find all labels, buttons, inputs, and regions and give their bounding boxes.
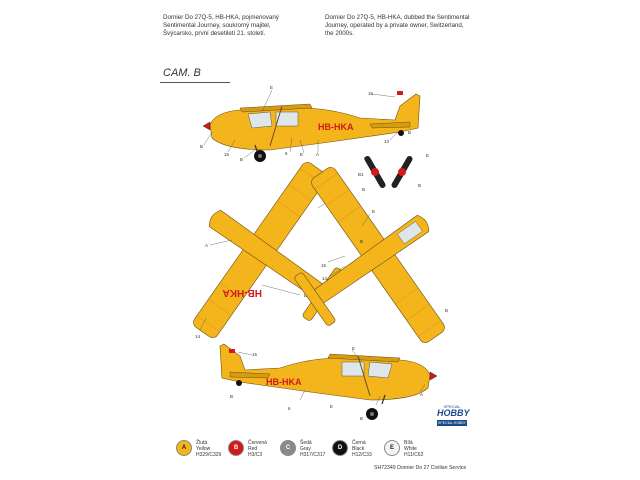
paint-legend: A Žlutá Yellow H329/C329 B Červená Red H… bbox=[176, 440, 436, 458]
svg-text:B: B bbox=[362, 187, 365, 192]
svg-text:15: 15 bbox=[224, 152, 230, 157]
svg-text:B: B bbox=[230, 394, 233, 399]
registration-side-bottom: HB-HKA bbox=[266, 377, 302, 387]
legend-item-e: E Bílá White H11/C62 bbox=[384, 440, 436, 458]
svg-text:E: E bbox=[372, 209, 375, 214]
scheme-underline bbox=[160, 82, 230, 83]
propeller-details: E B1 B E B bbox=[358, 153, 429, 192]
svg-text:B: B bbox=[304, 293, 307, 298]
svg-text:B: B bbox=[240, 157, 243, 162]
color-chip-gray: C bbox=[280, 440, 296, 456]
svg-text:6: 6 bbox=[285, 151, 288, 156]
plan-view-left: HB-HKA A 14 B 14 bbox=[193, 162, 344, 339]
svg-text:14: 14 bbox=[322, 276, 328, 281]
legend-item-d: D Černá Black H12/C33 bbox=[332, 440, 384, 458]
color-chip-yellow: A bbox=[176, 440, 192, 456]
caption-czech: Dornier Do 27Q-5, HB-HKA, pojmenovaný Se… bbox=[163, 14, 279, 37]
color-chip-red: B bbox=[228, 440, 244, 456]
svg-text:13: 13 bbox=[384, 139, 390, 144]
svg-text:E: E bbox=[300, 152, 303, 157]
plan-view-right: E B 15 14 B bbox=[294, 167, 448, 343]
caption-english: Dornier Do 27Q-5, HB-HKA, dubbed the Sen… bbox=[325, 14, 470, 37]
registration-underwing: HB-HKA bbox=[223, 287, 262, 298]
svg-text:B: B bbox=[360, 239, 363, 244]
color-chip-black: D bbox=[332, 440, 348, 456]
svg-text:B1: B1 bbox=[358, 172, 364, 177]
svg-text:B: B bbox=[200, 144, 203, 149]
svg-text:A: A bbox=[205, 243, 208, 248]
svg-text:E: E bbox=[352, 346, 355, 351]
svg-text:B: B bbox=[360, 416, 363, 421]
svg-text:15: 15 bbox=[252, 352, 258, 357]
svg-text:B: B bbox=[445, 308, 448, 313]
color-chip-white: E bbox=[384, 440, 400, 456]
svg-text:15: 15 bbox=[368, 91, 374, 96]
svg-text:B: B bbox=[418, 183, 421, 188]
special-hobby-logo: SPECIAL HOBBY SPECIAL HOBBY bbox=[437, 404, 470, 426]
svg-text:A: A bbox=[420, 392, 423, 397]
side-view-top: HB-HKA E 15 B 15 B 6 E A 13 B bbox=[200, 85, 421, 162]
side-view-bottom: HB-HKA E 15 B 6 E B A bbox=[219, 343, 438, 421]
legend-item-b: B Červená Red H3/C3 bbox=[228, 440, 280, 458]
svg-text:6: 6 bbox=[288, 406, 291, 411]
svg-text:B: B bbox=[408, 130, 411, 135]
scheme-label: CAM. B bbox=[163, 67, 201, 79]
svg-text:15: 15 bbox=[321, 263, 327, 268]
registration-side-top: HB-HKA bbox=[318, 122, 354, 132]
svg-text:A: A bbox=[316, 152, 319, 157]
legend-item-c: C Šedá Gray H317/C317 bbox=[280, 440, 332, 458]
footer-product-code: SH72349 Dornier Do 27 Civilian Service bbox=[374, 465, 467, 471]
svg-text:E: E bbox=[426, 153, 429, 158]
legend-item-a: A Žlutá Yellow H329/C329 bbox=[176, 440, 228, 458]
svg-text:E: E bbox=[330, 404, 333, 409]
svg-text:E: E bbox=[270, 85, 273, 90]
svg-text:14: 14 bbox=[195, 334, 201, 339]
svg-text:E: E bbox=[364, 156, 367, 161]
